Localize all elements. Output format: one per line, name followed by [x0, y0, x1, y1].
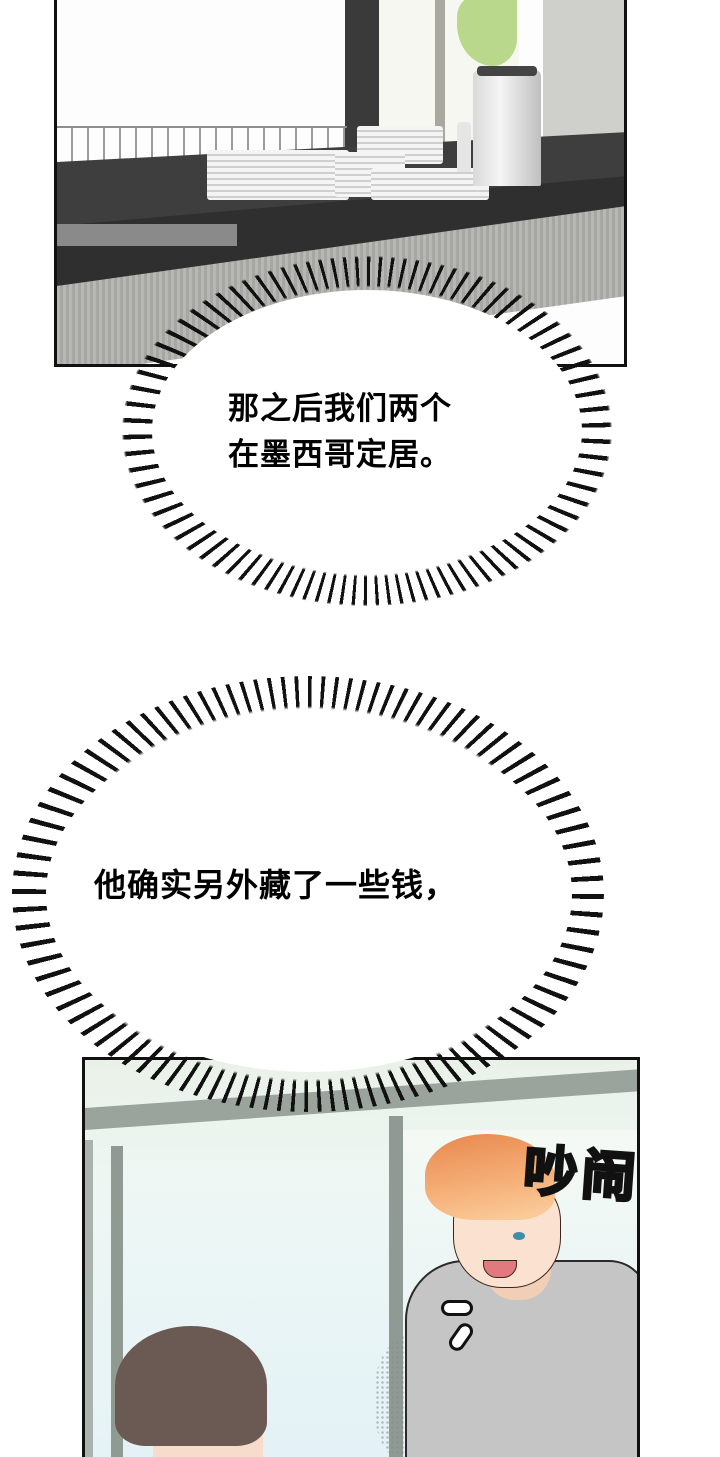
orange-hair [425, 1134, 555, 1220]
bubble-1-line-1: 那之后我们两个 [228, 391, 452, 427]
plate-stack [207, 150, 349, 200]
comic-panel-kitchen-counter [54, 0, 627, 367]
motion-mark [441, 1300, 473, 1316]
sound-effect-text: 吵闹 [520, 1138, 643, 1212]
window-column [85, 1140, 93, 1457]
kettle [473, 70, 541, 186]
eye [513, 1232, 525, 1240]
bubble-2-text: 他确实另外藏了一些钱， [94, 862, 457, 908]
bubble-2-line-1: 他确实另外藏了一些钱， [94, 866, 458, 904]
bubble-1-line-2: 在墨西哥定居。 [228, 437, 452, 473]
speech-bubble-2 [46, 716, 572, 1072]
bottle [457, 122, 471, 172]
speech-bubble-1 [152, 290, 582, 572]
tree-trunk [435, 0, 445, 156]
brown-hair [115, 1326, 267, 1446]
plate-stack [371, 168, 489, 200]
bubble-1-text: 那之后我们两个 在墨西哥定居。 [228, 386, 452, 478]
comic-panel-characters [82, 1057, 640, 1457]
kettle-lid [477, 66, 537, 76]
sink [57, 224, 237, 246]
grey-tshirt [405, 1260, 637, 1457]
